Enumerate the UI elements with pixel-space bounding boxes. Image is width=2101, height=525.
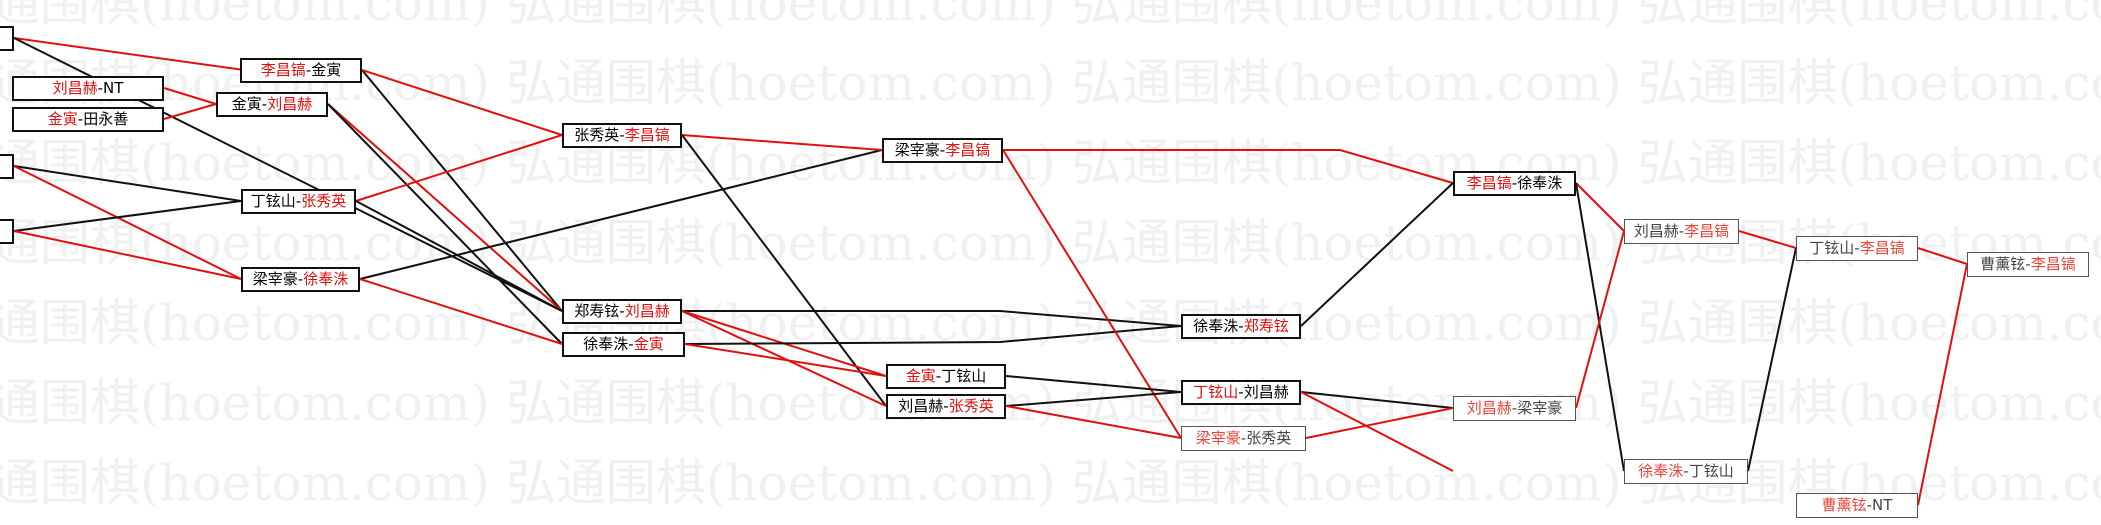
edge-line — [1300, 391, 1454, 472]
match-r1b — [0, 154, 14, 179]
match-e2: 刘昌赫-梁宰豪 — [1453, 396, 1576, 421]
match-r1a — [0, 26, 14, 51]
watermark-text: 弘通围棋(hoetom.com) 弘通围棋(hoetom.com) 弘通围棋(h… — [0, 374, 2101, 432]
edge-line — [13, 165, 242, 280]
edge-line — [1747, 247, 1797, 472]
match-c1: 梁宰豪-李昌镐 — [882, 138, 1003, 163]
edge-line — [361, 69, 563, 136]
edge-line — [1575, 182, 1625, 472]
match-a1: 李昌镐-金寅 — [240, 58, 362, 83]
match-g2: 曹薰铉-NT — [1796, 493, 1918, 518]
match-a3: 金寅-刘昌赫 — [216, 92, 328, 117]
edge-line — [359, 278, 563, 345]
edge-line — [1005, 391, 1182, 407]
edge-line — [1003, 149, 1454, 184]
edge-line — [13, 200, 242, 232]
edge-line — [1917, 247, 1968, 265]
match-a4: 金寅-田永善 — [12, 107, 164, 132]
match-f2: 徐奉洙-丁铉山 — [1624, 459, 1748, 484]
edge-line — [1738, 230, 1797, 249]
edge-line — [359, 149, 883, 280]
match-e1: 李昌镐-徐奉洙 — [1453, 171, 1576, 196]
watermark-text: 弘通围棋(hoetom.com) 弘通围棋(hoetom.com) 弘通围棋(h… — [0, 134, 2101, 192]
edge-line — [355, 134, 563, 202]
match-a6: 梁宰豪-徐奉洙 — [241, 267, 360, 292]
match-a5: 丁铉山-张秀英 — [241, 189, 356, 214]
edge-line — [1575, 230, 1625, 409]
edge-line — [13, 37, 245, 71]
edge-line — [1917, 263, 1968, 506]
match-d3: 梁宰豪-张秀英 — [1181, 426, 1306, 451]
edge-line — [361, 69, 563, 312]
edge-line — [684, 343, 887, 377]
edge-line — [13, 165, 242, 202]
edge-line — [681, 310, 887, 407]
match-c3: 刘昌赫-张秀英 — [886, 394, 1006, 419]
edge-line — [682, 310, 1182, 327]
match-f1: 刘昌赫-李昌镐 — [1624, 219, 1739, 244]
match-r1c — [0, 219, 14, 244]
edge-line — [1300, 391, 1454, 409]
match-a2: 刘昌赫-NT — [12, 76, 164, 101]
match-b2: 郑寿铉-刘昌赫 — [562, 299, 682, 324]
edge-line — [13, 230, 242, 280]
edge-line — [1005, 405, 1182, 439]
edge-line — [327, 103, 563, 345]
edge-line — [1300, 182, 1454, 327]
edge-line — [355, 200, 563, 312]
edge-line — [163, 103, 217, 120]
match-c2: 金寅-丁铉山 — [886, 364, 1006, 389]
edge-line — [1575, 182, 1625, 232]
edge-line — [681, 134, 883, 151]
watermark-text: 弘通围棋(hoetom.com) 弘通围棋(hoetom.com) 弘通围棋(h… — [0, 454, 2101, 512]
match-h1: 曹薰铉-李昌镐 — [1967, 252, 2089, 277]
watermark-text: 弘通围棋(hoetom.com) 弘通围棋(hoetom.com) 弘通围棋(h… — [0, 294, 2101, 352]
edge-line — [1005, 375, 1182, 393]
match-b3: 徐奉洙-金寅 — [562, 332, 685, 357]
edge-line — [681, 134, 887, 407]
match-d2: 丁铉山-刘昌赫 — [1181, 380, 1301, 405]
watermark-text: 弘通围棋(hoetom.com) 弘通围棋(hoetom.com) 弘通围棋(h… — [0, 0, 2101, 32]
match-g1: 丁铉山-李昌镐 — [1796, 236, 1918, 261]
edge-line — [684, 325, 1182, 345]
match-b1: 张秀英-李昌镐 — [562, 123, 682, 148]
edge-line — [327, 103, 563, 312]
edge-line — [1305, 407, 1454, 439]
edge-line — [163, 87, 217, 105]
match-d1: 徐奉洙-郑寿铉 — [1181, 314, 1301, 339]
